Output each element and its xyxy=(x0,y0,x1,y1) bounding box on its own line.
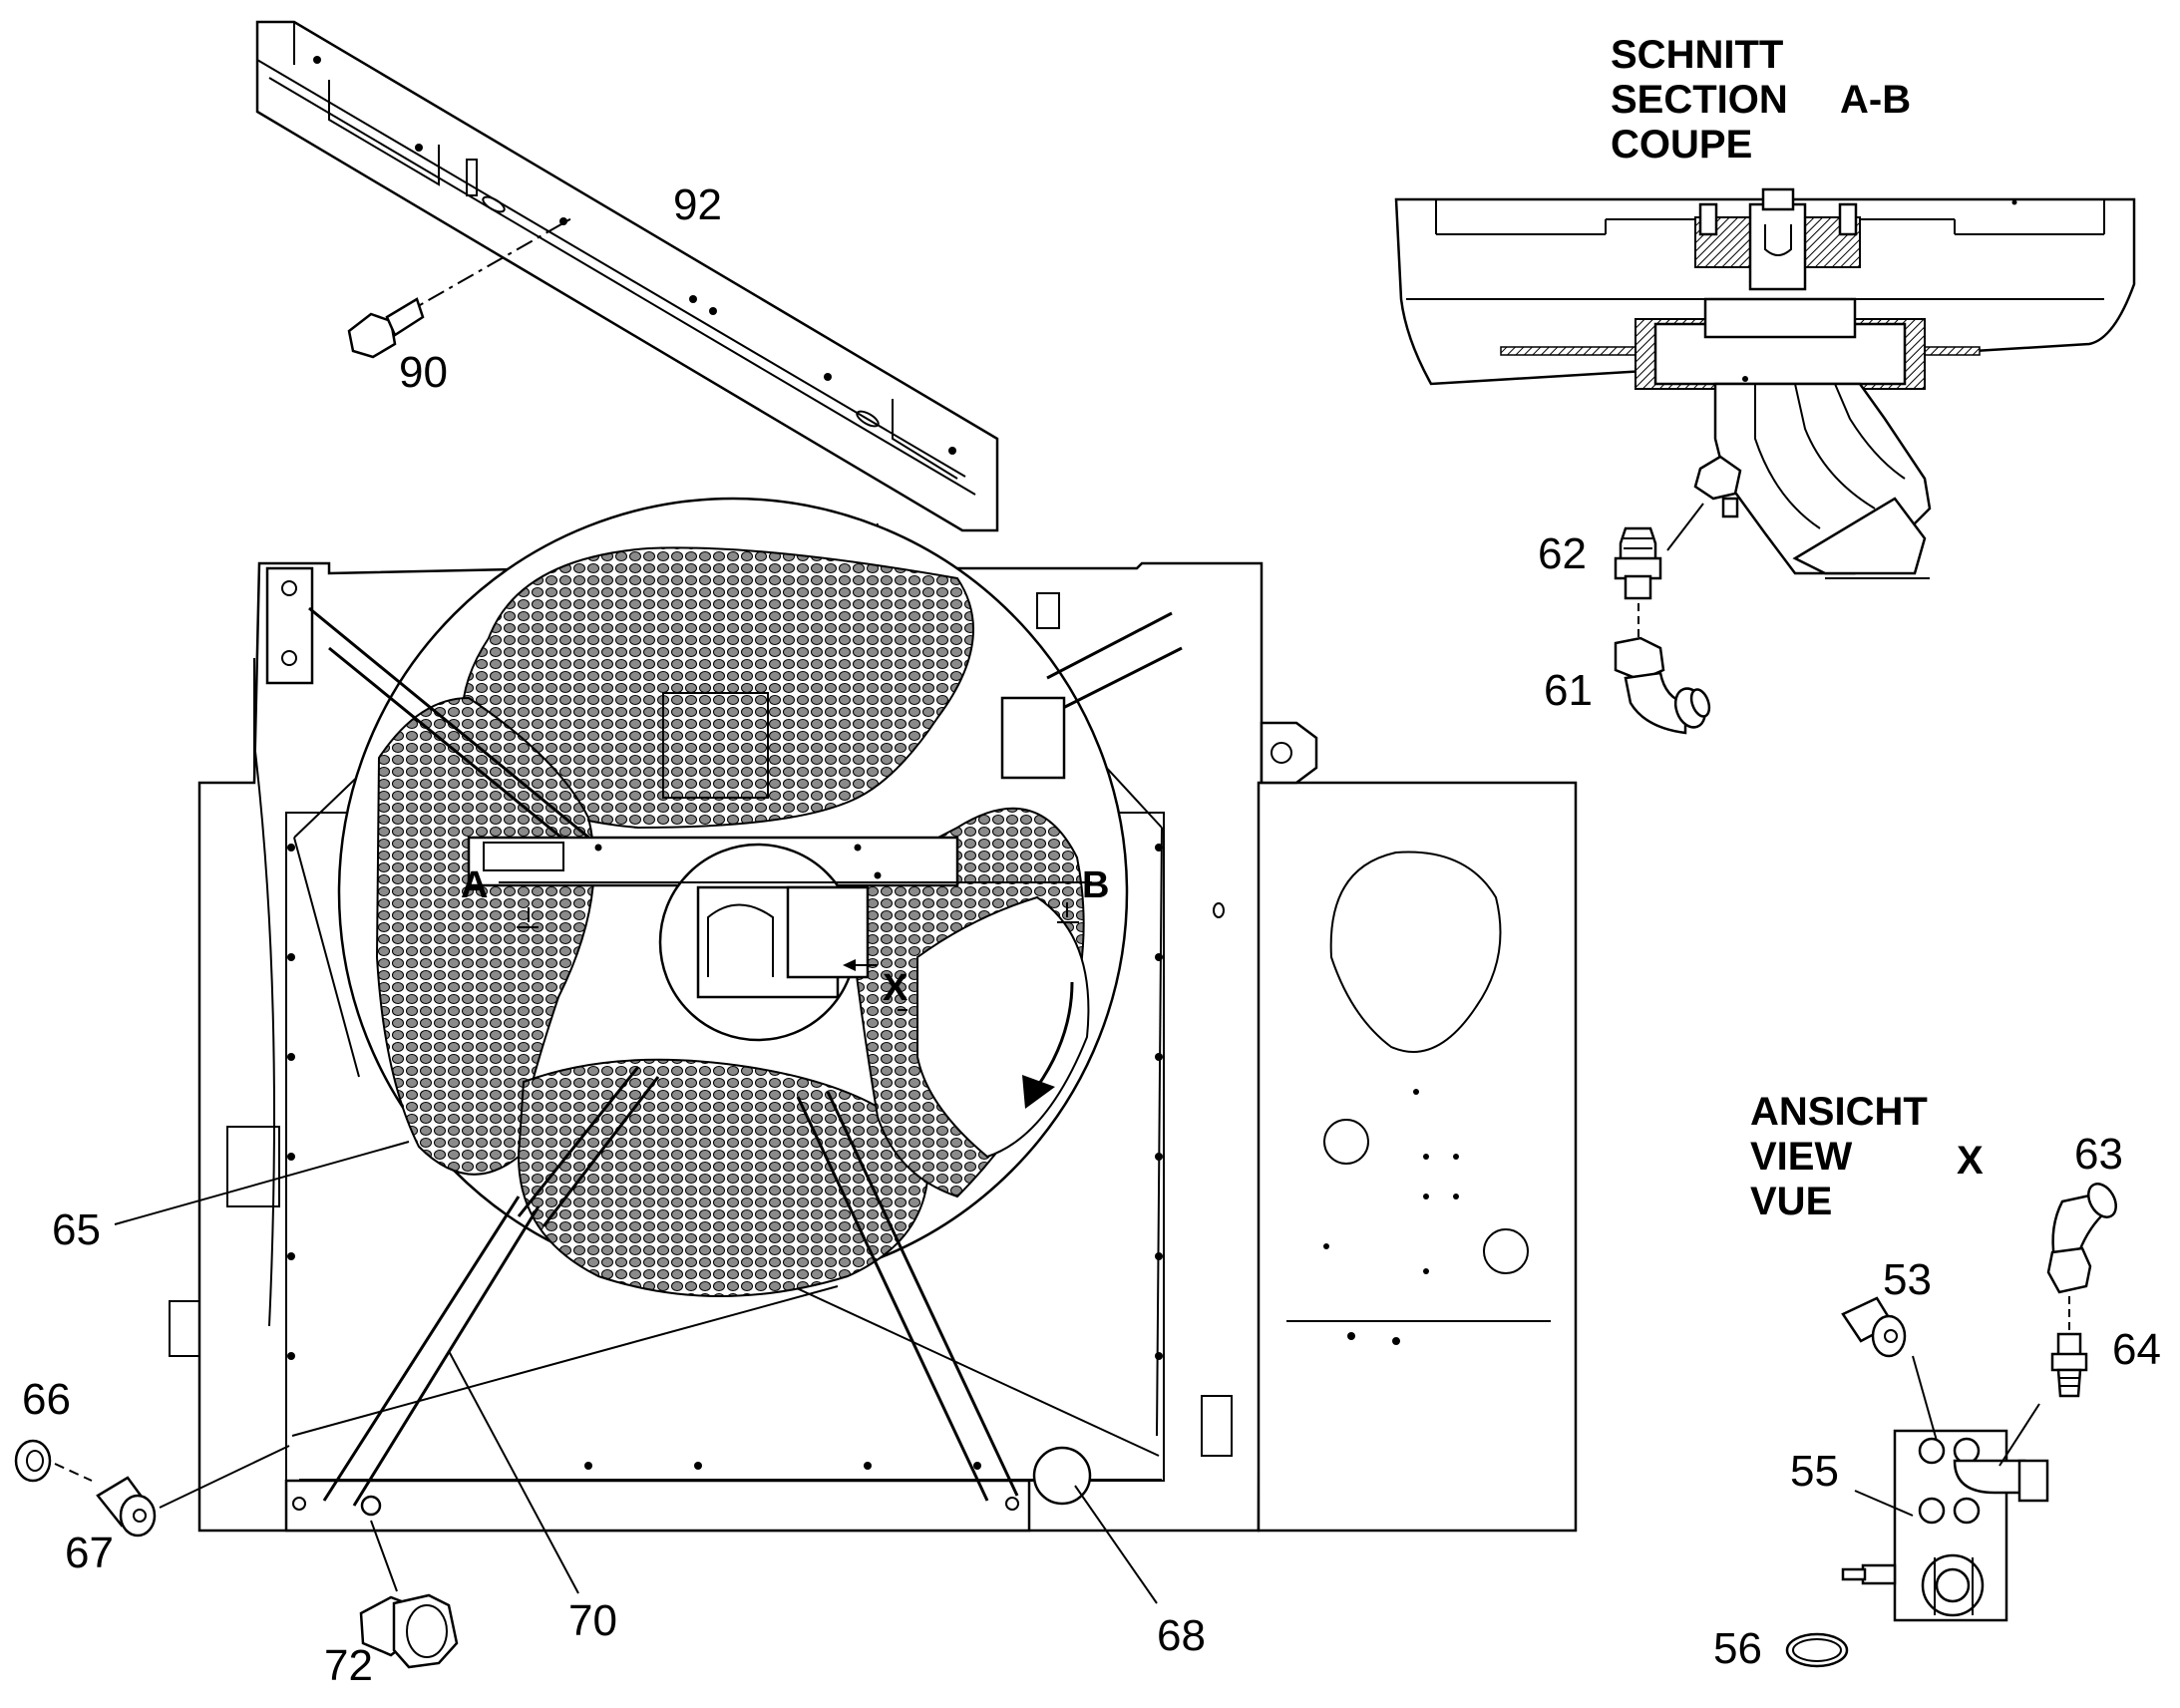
nipple-62 xyxy=(1614,526,1662,638)
section-title-3: COUPE xyxy=(1611,123,1752,167)
label-61: 61 xyxy=(1544,666,1593,715)
section-title-ref: A-B xyxy=(1840,78,1911,122)
block-55 xyxy=(1841,1355,2049,1622)
label-62: 62 xyxy=(1538,529,1587,578)
view-title-2: VIEW xyxy=(1750,1135,1852,1179)
label-55: 55 xyxy=(1790,1447,1839,1496)
screw-67 xyxy=(96,1445,290,1537)
section-title-1: SCHNITT xyxy=(1611,33,1783,77)
label-56: 56 xyxy=(1713,1624,1762,1673)
view-title-1: ANSICHT xyxy=(1750,1090,1928,1134)
elbow-63 xyxy=(2046,1183,2117,1294)
nipple-64 xyxy=(2050,1296,2088,1398)
marker-a: A xyxy=(461,864,488,906)
screw-53 xyxy=(1841,1296,1907,1358)
marker-b: B xyxy=(1082,864,1109,906)
view-title-3: VUE xyxy=(1750,1180,1832,1223)
bolt-90 xyxy=(347,216,574,359)
leader-65 xyxy=(114,1141,410,1225)
plug-72 xyxy=(359,1520,459,1669)
label-90: 90 xyxy=(399,348,448,397)
leader-68 xyxy=(1074,1485,1158,1604)
marker-x: X xyxy=(883,967,908,1009)
label-72: 72 xyxy=(324,1641,373,1690)
label-66: 66 xyxy=(22,1375,71,1424)
label-68: 68 xyxy=(1157,1611,1206,1660)
label-70: 70 xyxy=(568,1596,617,1645)
label-67: 67 xyxy=(65,1529,114,1577)
label-64: 64 xyxy=(2112,1325,2161,1374)
fan-assembly xyxy=(308,497,1183,1507)
side-housing xyxy=(1201,721,1578,1533)
label-65: 65 xyxy=(52,1205,101,1254)
label-92: 92 xyxy=(673,180,722,229)
view-title-ref: X xyxy=(1957,1139,1984,1183)
label-63: 63 xyxy=(2074,1130,2123,1179)
section-title-2: SECTION xyxy=(1611,78,1788,122)
label-53: 53 xyxy=(1883,1255,1932,1304)
elbow-61 xyxy=(1614,636,1711,735)
washer-66 xyxy=(14,1439,93,1483)
o-ring-56 xyxy=(1785,1632,1849,1668)
section-ab-drawing xyxy=(1394,187,2136,579)
leader-70 xyxy=(448,1350,579,1594)
